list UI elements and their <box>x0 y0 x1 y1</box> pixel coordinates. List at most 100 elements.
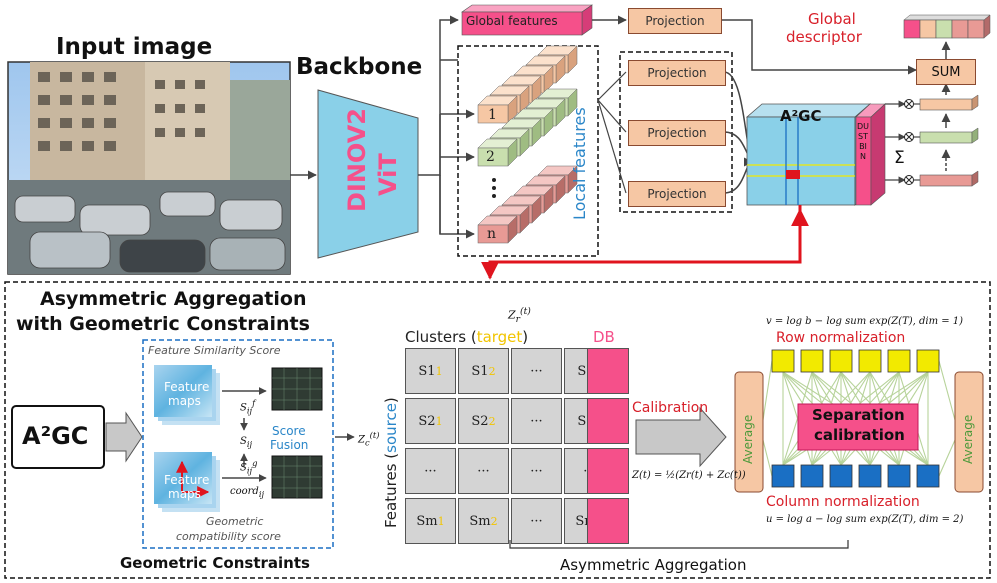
grid-cell: ··· <box>511 498 562 544</box>
grid-cell-main: ··· <box>477 463 490 479</box>
token-stack-n <box>477 165 578 244</box>
v-formula: v = log b − log sum exp(Z(T), dim = 1) <box>766 316 964 327</box>
global-descriptor-line2: descriptor <box>786 28 862 46</box>
calibration-arrow <box>635 406 727 468</box>
column-node <box>800 464 824 488</box>
section-title-line1: Asymmetric Aggregation <box>40 288 307 310</box>
grid-cell-main: Sm <box>416 513 438 529</box>
zc-label: Zc(t) <box>358 430 380 448</box>
grid-cell-main: ··· <box>530 513 543 529</box>
asymmetric-aggregation-label: Asymmetric Aggregation <box>560 556 747 574</box>
grid-cell-main: ··· <box>530 463 543 479</box>
grid-cell: ··· <box>511 348 562 394</box>
local-features-label: Local features <box>570 107 589 220</box>
input-image <box>7 61 291 275</box>
row-node <box>771 349 795 373</box>
a2gc-cube <box>745 103 872 206</box>
arrow-to-constraints <box>105 411 143 463</box>
projection-local-n: Projection <box>628 181 726 207</box>
section-title-line2: with Geometric Constraints <box>16 313 310 335</box>
calibration-label: Calibration <box>632 400 709 416</box>
column-node <box>829 464 853 488</box>
projection-local-2: Projection <box>628 120 726 146</box>
fusion-matrix <box>271 455 323 499</box>
grid-cell-main: ··· <box>530 363 543 379</box>
backbone-title: Backbone <box>296 54 423 80</box>
dustbin-bar <box>855 103 886 206</box>
feature-maps-bottom-2: maps <box>168 487 201 501</box>
token-label-2: 2 <box>486 149 495 165</box>
separation-line1: Separation <box>812 406 905 424</box>
global-features-bar <box>461 4 593 36</box>
grid-cell: ··· <box>458 448 509 494</box>
grid-cell-main: S1 <box>418 363 436 379</box>
backbone-model-line1: DINOV2 <box>343 108 371 212</box>
grid-cell-main: ··· <box>424 463 437 479</box>
row-normalization-label: Row normalization <box>776 330 906 346</box>
u-formula: u = log a − log sum exp(Z(T), dim = 2) <box>766 514 964 525</box>
a2gc-box <box>11 405 105 469</box>
average-left: Average <box>741 414 755 464</box>
token-stack-2 <box>477 88 578 167</box>
feature-maps-top <box>154 365 220 425</box>
grid-cell-index: 2 <box>488 364 496 378</box>
grid-cell: ··· <box>511 448 562 494</box>
a2gc-bottom-label: A²GC <box>22 422 89 450</box>
global-features-label: Global features <box>466 14 558 28</box>
features-header: Features (source) <box>382 397 400 528</box>
s-f-label: Sijf <box>240 398 256 416</box>
coord-label: coordij <box>230 486 265 499</box>
local-features-box <box>457 45 599 257</box>
geometric-compat-line2: compatibility score <box>176 530 281 543</box>
token-label-1: 1 <box>488 107 497 123</box>
row-node <box>916 349 940 373</box>
s-ij-label: Sij <box>240 436 253 449</box>
aggregation-brace <box>509 540 849 549</box>
grid-cell-index: 1 <box>435 364 443 378</box>
grid-cell-index: 1 <box>435 414 443 428</box>
zr-label: Zr(t) <box>508 306 531 325</box>
clusters-header: Clusters (target) <box>405 328 529 346</box>
global-descriptor-line1: Global <box>808 10 856 28</box>
grid-cell-index: 2 <box>490 514 498 528</box>
sigma-symbol: Σ <box>894 148 905 168</box>
feature-maps-top-2: maps <box>168 394 201 408</box>
backbone-block <box>317 89 419 259</box>
grid-cell: ··· <box>405 448 456 494</box>
row-node <box>800 349 824 373</box>
projections-box <box>619 51 733 213</box>
db-header: DB <box>593 328 615 346</box>
score-fusion-line1: Score <box>272 424 306 438</box>
column-node <box>916 464 940 488</box>
column-node <box>887 464 911 488</box>
z-formula: Z(t) = ½(Zr(t) + Zc(t)) <box>632 470 746 481</box>
sinkhorn-panel <box>734 349 984 493</box>
projection-local-1: Projection <box>628 60 726 86</box>
geometric-compat-line1: Geometric <box>206 515 264 528</box>
token-ellipsis <box>492 178 496 198</box>
feature-similarity-score: Feature Similarity Score <box>148 344 281 357</box>
input-image-title: Input image <box>56 34 213 60</box>
token-stack-1 <box>477 45 578 124</box>
column-node <box>858 464 882 488</box>
descriptor-bars <box>919 94 979 187</box>
dustbin-cell <box>587 348 629 394</box>
s-g-label: Sijg <box>240 458 258 476</box>
geometric-constraints-label: Geometric Constraints <box>120 554 310 572</box>
grid-cell-main: S2 <box>418 413 436 429</box>
row-node <box>829 349 853 373</box>
token-label-n: n <box>487 226 497 242</box>
feature-maps-top-1: Feature <box>164 380 210 394</box>
dustbin-cell <box>587 398 629 444</box>
grid-cell-index: 2 <box>488 414 496 428</box>
separation-line2: calibration <box>814 426 905 444</box>
row-node <box>887 349 911 373</box>
geometric-constraints-box <box>142 339 334 549</box>
